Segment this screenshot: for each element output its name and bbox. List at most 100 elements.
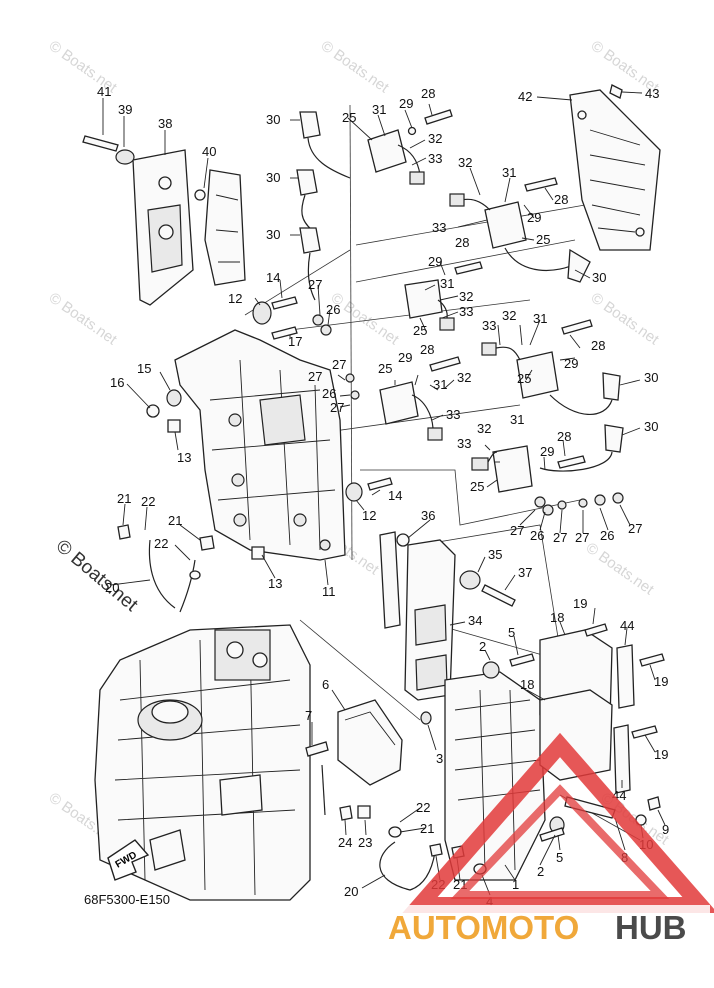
bolt-13b bbox=[251, 546, 265, 560]
callout: 29 bbox=[399, 96, 413, 111]
callout: 40 bbox=[202, 144, 216, 159]
ignition-coils bbox=[367, 126, 613, 493]
callout: 33 bbox=[432, 220, 446, 235]
callout: 30 bbox=[644, 419, 658, 434]
spark-caps-left bbox=[296, 111, 351, 301]
bolt-37 bbox=[481, 584, 516, 607]
coil-upper-right bbox=[449, 193, 581, 272]
bracket-38 bbox=[82, 135, 246, 306]
callout: 22 bbox=[416, 800, 430, 815]
engine-block bbox=[94, 624, 311, 901]
callout: 22 bbox=[141, 494, 155, 509]
bolt-7 bbox=[305, 741, 329, 757]
main-bracket-11 bbox=[174, 329, 346, 561]
callout: 26 bbox=[326, 302, 340, 317]
callout: 36 bbox=[421, 508, 435, 523]
callout: 27 bbox=[575, 530, 589, 545]
callout: 30 bbox=[266, 170, 280, 185]
grommet-12 bbox=[252, 301, 272, 325]
callout: 15 bbox=[137, 361, 151, 376]
callout: 31 bbox=[533, 311, 547, 326]
callout: 21 bbox=[168, 513, 182, 528]
callout: 14 bbox=[388, 488, 402, 503]
callout: 2 bbox=[537, 864, 544, 879]
callout: 31 bbox=[433, 377, 447, 392]
callout: 1 bbox=[512, 877, 519, 892]
callout: 19 bbox=[654, 674, 668, 689]
callout: 28 bbox=[420, 342, 434, 357]
bracket-44a bbox=[616, 644, 635, 709]
bolt-43 bbox=[609, 84, 623, 99]
callout: 28 bbox=[557, 429, 571, 444]
callout: 19 bbox=[654, 747, 668, 762]
callout: 29 bbox=[527, 210, 541, 225]
diagram-code: 68F5300-E150 bbox=[84, 892, 170, 907]
callout: 26 bbox=[530, 528, 544, 543]
callout: 31 bbox=[372, 102, 386, 117]
callout: 20 bbox=[105, 580, 119, 595]
callout: 23 bbox=[358, 835, 372, 850]
spacer-39 bbox=[115, 149, 135, 165]
callout: 27 bbox=[628, 521, 642, 536]
callout: 18 bbox=[550, 610, 564, 625]
washer-40 bbox=[194, 189, 206, 201]
callout: 32 bbox=[502, 308, 516, 323]
callout: 19 bbox=[573, 596, 587, 611]
callout: 17 bbox=[288, 334, 302, 349]
callout: 29 bbox=[428, 254, 442, 269]
callout: 3 bbox=[436, 751, 443, 766]
bolts-28 bbox=[424, 109, 593, 469]
callout: 30 bbox=[266, 112, 280, 127]
callout: 27 bbox=[510, 523, 524, 538]
watermark: © Boats.net bbox=[46, 289, 121, 348]
callout: 25 bbox=[342, 110, 356, 125]
plate-42 bbox=[569, 84, 661, 251]
grommet-36 bbox=[396, 533, 410, 547]
callout: 2 bbox=[479, 639, 486, 654]
bracket-44b bbox=[613, 724, 631, 794]
watermark: © Boats.net bbox=[328, 289, 403, 348]
callout: 25 bbox=[413, 323, 427, 338]
bolt-14 bbox=[271, 296, 298, 310]
callout: 18 bbox=[520, 677, 534, 692]
bolt-13 bbox=[167, 419, 181, 433]
callout: 33 bbox=[446, 407, 460, 422]
callout: 21 bbox=[117, 491, 131, 506]
callout: 25 bbox=[517, 371, 531, 386]
callout: 27 bbox=[308, 369, 322, 384]
callout: 12 bbox=[362, 508, 376, 523]
callout: 24 bbox=[338, 835, 352, 850]
callout: 6 bbox=[322, 677, 329, 692]
bolts-19-9-10 bbox=[584, 623, 665, 826]
coil-mid bbox=[404, 279, 455, 331]
callout: 32 bbox=[457, 370, 471, 385]
callout: 43 bbox=[645, 86, 659, 101]
callout: 33 bbox=[482, 318, 496, 333]
callout: 27 bbox=[330, 400, 344, 415]
callout: 33 bbox=[428, 151, 442, 166]
bolt-5b bbox=[539, 827, 565, 842]
callout: 22 bbox=[154, 536, 168, 551]
callout: 31 bbox=[440, 276, 454, 291]
cdi-unit-6 bbox=[305, 699, 403, 816]
callout: 29 bbox=[540, 444, 554, 459]
grommet-12b bbox=[345, 482, 363, 502]
callout: 7 bbox=[305, 708, 312, 723]
bolt-17 bbox=[271, 326, 298, 340]
collar-15 bbox=[166, 389, 182, 407]
collar-35 bbox=[459, 570, 481, 590]
callout: 16 bbox=[110, 375, 124, 390]
collar-3 bbox=[420, 711, 432, 725]
bolt-41 bbox=[82, 135, 119, 152]
callout: 11 bbox=[322, 584, 336, 599]
callout: 30 bbox=[592, 270, 606, 285]
callout: 5 bbox=[508, 625, 515, 640]
callout: 39 bbox=[118, 102, 132, 117]
callout: 31 bbox=[502, 165, 516, 180]
callout: 28 bbox=[591, 338, 605, 353]
callout: 37 bbox=[518, 565, 532, 580]
grommet-2a bbox=[482, 661, 500, 679]
spark-caps-right bbox=[539, 248, 624, 472]
callout: 29 bbox=[398, 350, 412, 365]
callout: 28 bbox=[455, 235, 469, 250]
